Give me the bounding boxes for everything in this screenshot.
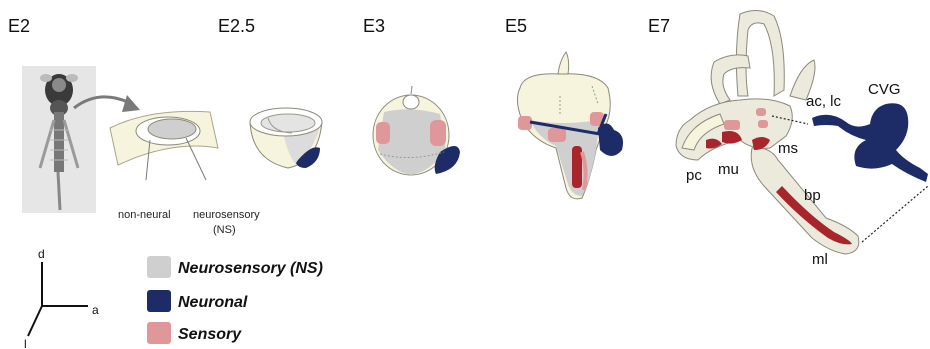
axis-label-lateral: l [24,337,27,349]
label-pc: pc [686,167,702,184]
stage-label-e2-5: E2.5 [218,16,255,36]
label-cvg: CVG [868,81,901,98]
legend-label-neuronal: Neuronal [178,294,248,311]
label-bp: bp [804,187,821,204]
label-ml: ml [812,251,828,268]
label-mu: mu [718,161,739,178]
legend-label-neurosensory: Neurosensory (NS) [178,260,323,277]
e2-5-otic-cup [250,108,322,168]
label-ac-lc: ac, lc [806,93,842,110]
stage-label-e5: E5 [505,16,527,36]
axis-label-anterior: a [92,303,99,317]
label-neurosensory: neurosensory [193,209,260,221]
e5-inner-ear [517,52,623,199]
stage-label-e3: E3 [363,16,385,36]
orientation-axes [28,262,88,336]
legend: Neurosensory (NS) Neuronal Sensory [147,256,323,344]
legend-swatch-sensory [147,322,171,344]
legend-label-sensory: Sensory [178,326,242,343]
label-ns-abbrev: (NS) [213,224,236,236]
axis-label-dorsal: d [38,247,45,261]
stage-label-e2: E2 [8,16,30,36]
stage-label-e7: E7 [648,16,670,36]
e2-embryo-image [22,66,96,213]
legend-swatch-neuronal [147,290,171,312]
e7-inner-ear [676,10,928,254]
legend-swatch-neurosensory [147,256,171,278]
e2-placode-sheet [110,111,218,180]
e3-otocyst [373,86,460,175]
label-ms: ms [778,140,798,157]
label-non-neural: non-neural [118,209,171,221]
